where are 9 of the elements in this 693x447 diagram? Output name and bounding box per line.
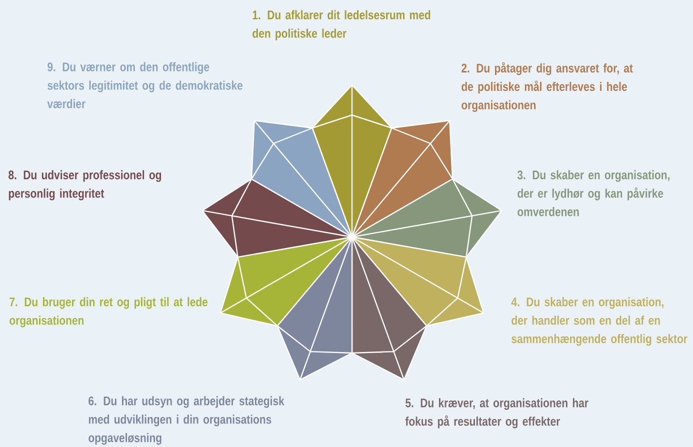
item-label: 7. Du bruger din ret og pligt til at lede organisationen (10, 297, 208, 328)
item-label: 6. Du har udsyn og arbejder stategisk med udviklingen i din organisations opgaveløsning (88, 396, 284, 445)
item-label: 4. Du skaber en organisation, der handler som en del af en sammenhængende offentlig sektor (511, 297, 688, 346)
item-label: 8. Du udviser professionel og personlig integritet (8, 170, 162, 200)
item-label: 5. Du kræver, at organisationen har fokus på resultater og effekter (405, 398, 588, 428)
item-label: 3. Du skaber en organisation, der er lydhør og kan påvirke omverdenen (517, 170, 670, 216)
item-label: 9. Du værner om den offentlige sektors legitimitet og de demokratiske værdier (47, 62, 242, 108)
item-label: 1. Du afklarer dit ledelsesrum med den politiske leder (252, 10, 430, 40)
item-label: 2. Du påtager dig ansvaret for, at de politiske mål efterleves i hele organisationen (462, 62, 633, 112)
